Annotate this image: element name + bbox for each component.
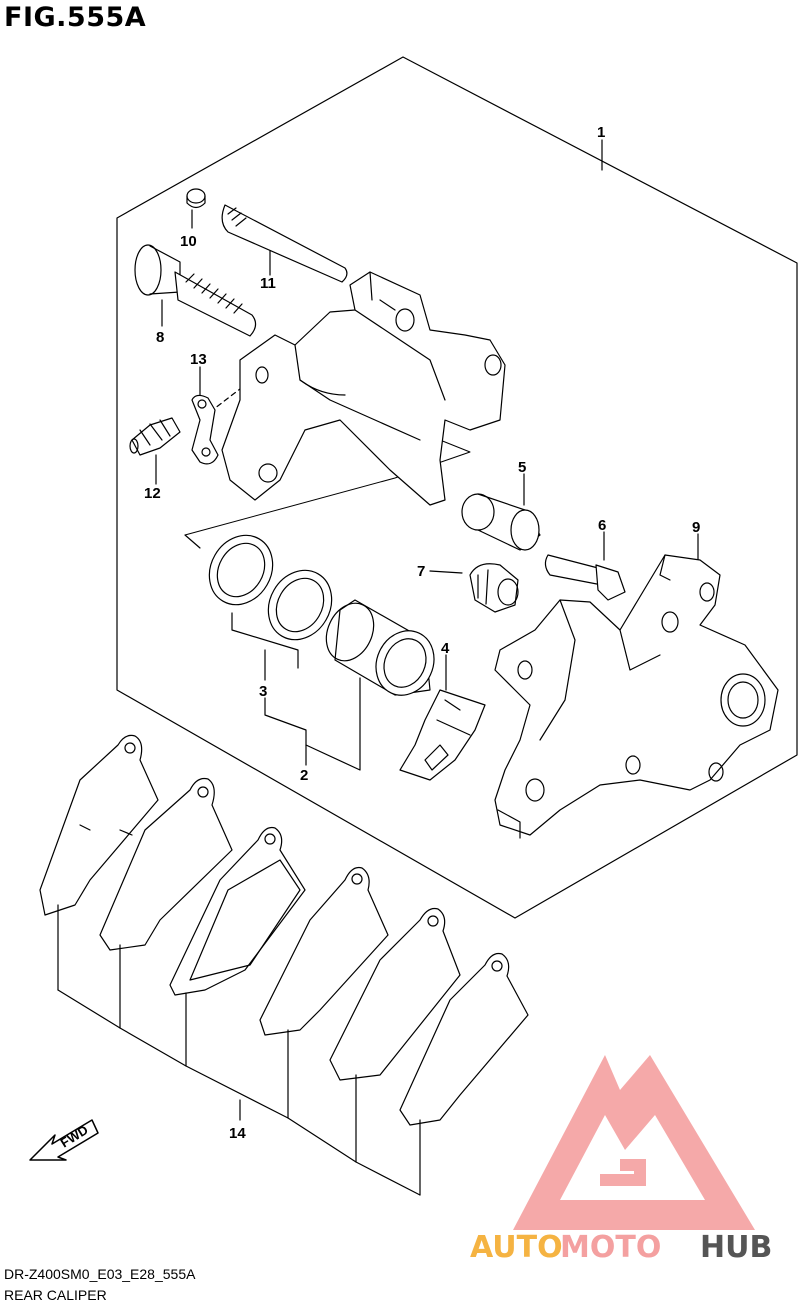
part-14-pads bbox=[39, 734, 529, 1126]
callout-4: 4 bbox=[441, 640, 450, 657]
fwd-arrow-icon bbox=[29, 1119, 99, 1161]
watermark-auto: AUTO bbox=[470, 1230, 563, 1265]
callout-13: 13 bbox=[190, 351, 207, 368]
callout-10: 10 bbox=[180, 233, 197, 250]
callout-1: 1 bbox=[597, 124, 605, 141]
part-3-seals bbox=[208, 534, 333, 641]
part-12-bleeder bbox=[129, 417, 181, 456]
callout-9: 9 bbox=[692, 519, 700, 536]
assembly-frame bbox=[116, 56, 798, 919]
watermark-moto: MOTO bbox=[560, 1230, 661, 1265]
part-9-bracket bbox=[494, 554, 779, 839]
part-2-piston bbox=[325, 599, 435, 696]
part-13-clip bbox=[191, 394, 219, 465]
callout-7: 7 bbox=[417, 563, 425, 580]
part-6-bolt bbox=[544, 554, 626, 601]
callout-6: 6 bbox=[598, 517, 606, 534]
callout-3: 3 bbox=[259, 683, 267, 700]
footer-diagram-code: DR-Z400SM0_E03_E28_555A bbox=[4, 1266, 196, 1282]
part-5-pin bbox=[461, 493, 541, 551]
watermark-hub: HUB bbox=[700, 1230, 772, 1265]
figure-title: FIG.555A bbox=[4, 2, 147, 33]
callout-12: 12 bbox=[144, 485, 161, 502]
callout-5: 5 bbox=[518, 459, 526, 476]
footer-diagram-name: REAR CALIPER bbox=[4, 1287, 107, 1303]
callout-11: 11 bbox=[260, 275, 276, 292]
part-10-cap bbox=[186, 188, 206, 209]
automotohub-logo bbox=[513, 1055, 755, 1230]
callout-2: 2 bbox=[300, 767, 308, 784]
caliper-body bbox=[221, 271, 506, 506]
callout-labels: 1 2 3 4 5 6 7 8 9 10 11 12 13 14 bbox=[144, 124, 700, 1142]
part-8-bolt bbox=[134, 244, 257, 337]
part-4-spring bbox=[399, 689, 486, 781]
part-11-pin bbox=[221, 204, 348, 283]
callout-14: 14 bbox=[229, 1125, 246, 1142]
callout-8: 8 bbox=[156, 329, 164, 346]
part-7-boot bbox=[469, 563, 519, 613]
